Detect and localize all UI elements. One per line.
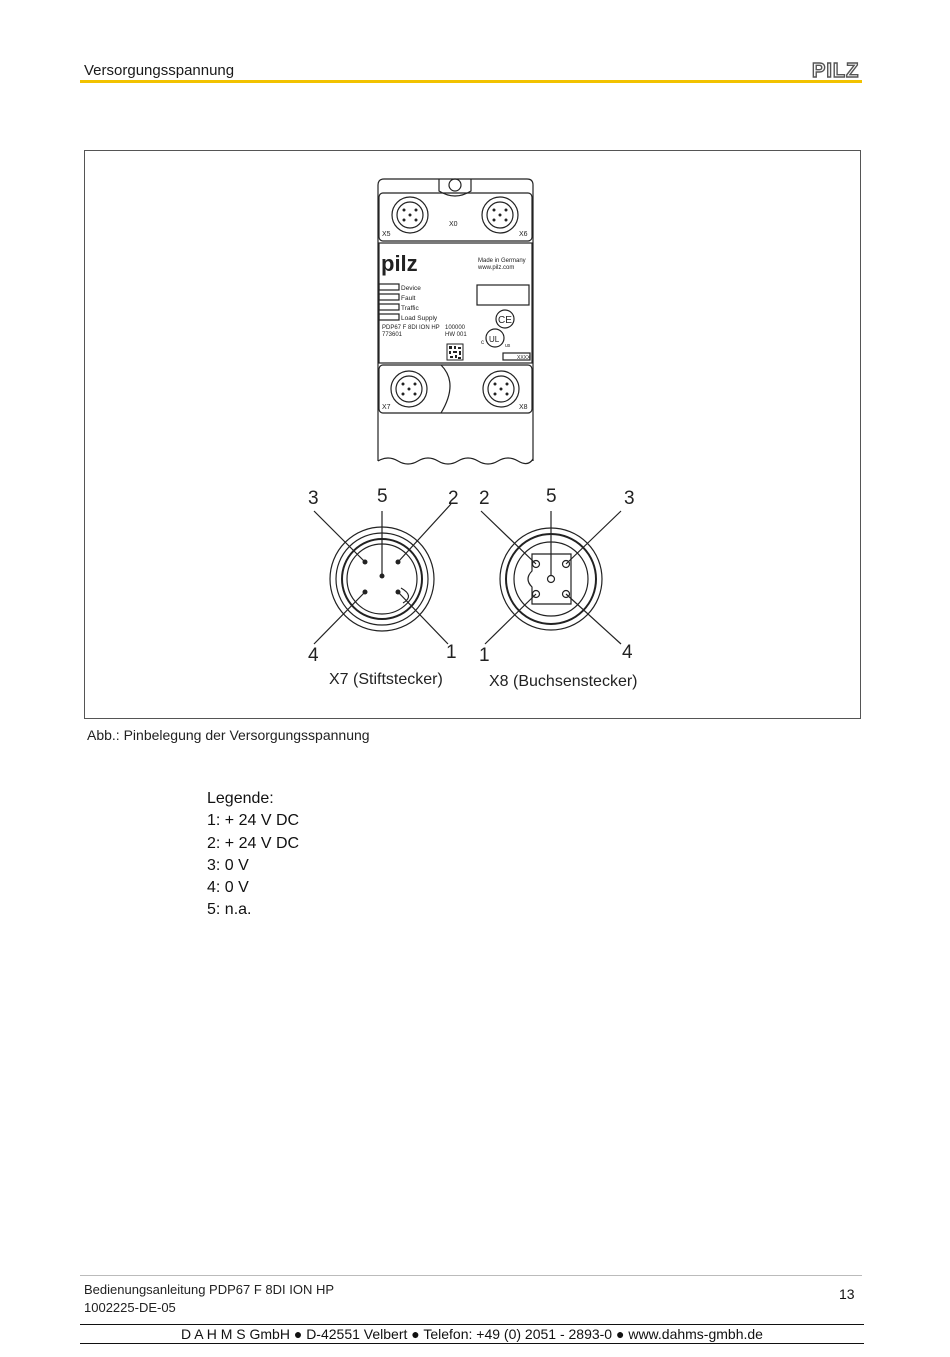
x8-label: X8 (Buchsenstecker) [489, 673, 638, 690]
footer-rule [80, 1275, 862, 1276]
led-label-traffic: Traffic [401, 305, 419, 312]
device-brand: pilz [381, 251, 418, 276]
x8-pin-3: 3 [624, 488, 635, 509]
figure-caption: Abb.: Pinbelegung der Versorgungsspannun… [87, 727, 370, 743]
x7-leader-3 [313, 510, 366, 563]
x7-leader-4 [313, 591, 366, 645]
port-label-x7: X7 [382, 404, 391, 411]
model-text: PDP67 F 8DI ION HP [382, 325, 440, 331]
x8-leader-1 [484, 593, 537, 645]
x8-leader-2 [480, 510, 537, 565]
document-id: 1002225-DE-05 [84, 1300, 176, 1315]
website-text: www.pilz.com [477, 265, 514, 271]
x7-pin-4: 4 [308, 645, 319, 666]
led-load-supply [378, 313, 400, 321]
ul-mark-text: UL [489, 335, 500, 344]
legend: Legende: 1: + 24 V DC 2: + 24 V DC 3: 0 … [207, 788, 299, 922]
page-number: 13 [839, 1286, 855, 1302]
legend-item: 2: + 24 V DC [207, 834, 300, 852]
pilz-logo: PILZ [811, 59, 860, 82]
x8-connector [480, 510, 622, 645]
x7-pins [362, 559, 401, 595]
x6-socket [481, 196, 519, 234]
led-fault [378, 293, 400, 301]
ce-mark [495, 309, 515, 329]
publisher-line: D A H M S GmbH ● D-42551 Velbert ● Telef… [181, 1326, 763, 1342]
socket-pins [401, 208, 509, 396]
legend-item: 5: n.a. [207, 901, 252, 919]
section-title: Versorgungsspannung [84, 62, 235, 79]
x7-pin-1: 1 [446, 642, 457, 663]
x8-leader-3 [565, 510, 622, 565]
led-label-device: Device [401, 285, 421, 292]
pinout-figure: X5 X0 X6 X7 X8 pilz Made in Germany www.… [308, 178, 638, 690]
ul-mark [485, 328, 505, 348]
port-label-x5: X5 [382, 231, 391, 238]
figure-frame: X5 X0 X6 X7 X8 pilz Made in Germany www.… [84, 150, 861, 719]
lower-connector-zone [378, 364, 533, 414]
device-drawing [377, 178, 534, 465]
x8-pin-2: 2 [479, 488, 490, 509]
hardware-version: HW 001 [445, 332, 467, 338]
x7-pin-5: 5 [377, 486, 388, 507]
device-cut-line [377, 457, 534, 465]
port-label-x8: X8 [519, 404, 528, 411]
publisher-rule-bottom [80, 1343, 864, 1344]
mounting-hole [448, 178, 462, 192]
lower-zone-curve [440, 364, 451, 414]
made-in-text: Made in Germany [478, 258, 526, 264]
legend-item: 1: + 24 V DC [207, 812, 300, 830]
port-label-x0: X0 [449, 221, 458, 228]
x8-leader-4 [565, 593, 622, 645]
led-label-load-supply: Load Supply [401, 315, 438, 322]
port-label-x6: X6 [519, 231, 528, 238]
x8-pin-1: 1 [479, 645, 490, 666]
header-rule [80, 80, 862, 83]
publisher-rule-top [80, 1324, 864, 1325]
blank-label [476, 284, 530, 306]
datamatrix-code [446, 343, 464, 361]
led-label-fault: Fault [401, 295, 416, 302]
legend-title: Legende: [207, 790, 274, 807]
x7-key [400, 587, 410, 604]
x8-pin-4: 4 [622, 642, 633, 663]
x7-leader-2 [397, 503, 452, 563]
x7-leader-1 [397, 591, 449, 645]
upper-connector-zone [378, 192, 533, 242]
x8-insert [527, 553, 572, 605]
ul-us-text: us [505, 343, 511, 349]
small-label [502, 352, 531, 361]
x7-pin-2: 2 [448, 488, 459, 509]
order-number: 773601 [382, 332, 403, 338]
legend-item: 4: 0 V [207, 879, 249, 897]
led-traffic [378, 303, 400, 311]
label-panel [378, 242, 533, 364]
x7-socket [390, 370, 428, 408]
serial-number: 100000 [445, 325, 466, 331]
x8-pin-5: 5 [546, 486, 557, 507]
ce-mark-text: CE [498, 315, 512, 326]
x7-label: X7 (Stiftstecker) [329, 671, 443, 688]
x5-socket [391, 196, 429, 234]
x8-socket [482, 370, 520, 408]
ul-c-text: c [481, 340, 484, 346]
document-title: Bedienungsanleitung PDP67 F 8DI ION HP [84, 1282, 335, 1297]
led-device [378, 283, 400, 291]
top-tab [438, 179, 472, 197]
x7-pin-3: 3 [308, 488, 319, 509]
small-label-text: XXXX [517, 355, 531, 361]
legend-item: 3: 0 V [207, 856, 249, 874]
x7-connector [313, 503, 452, 645]
